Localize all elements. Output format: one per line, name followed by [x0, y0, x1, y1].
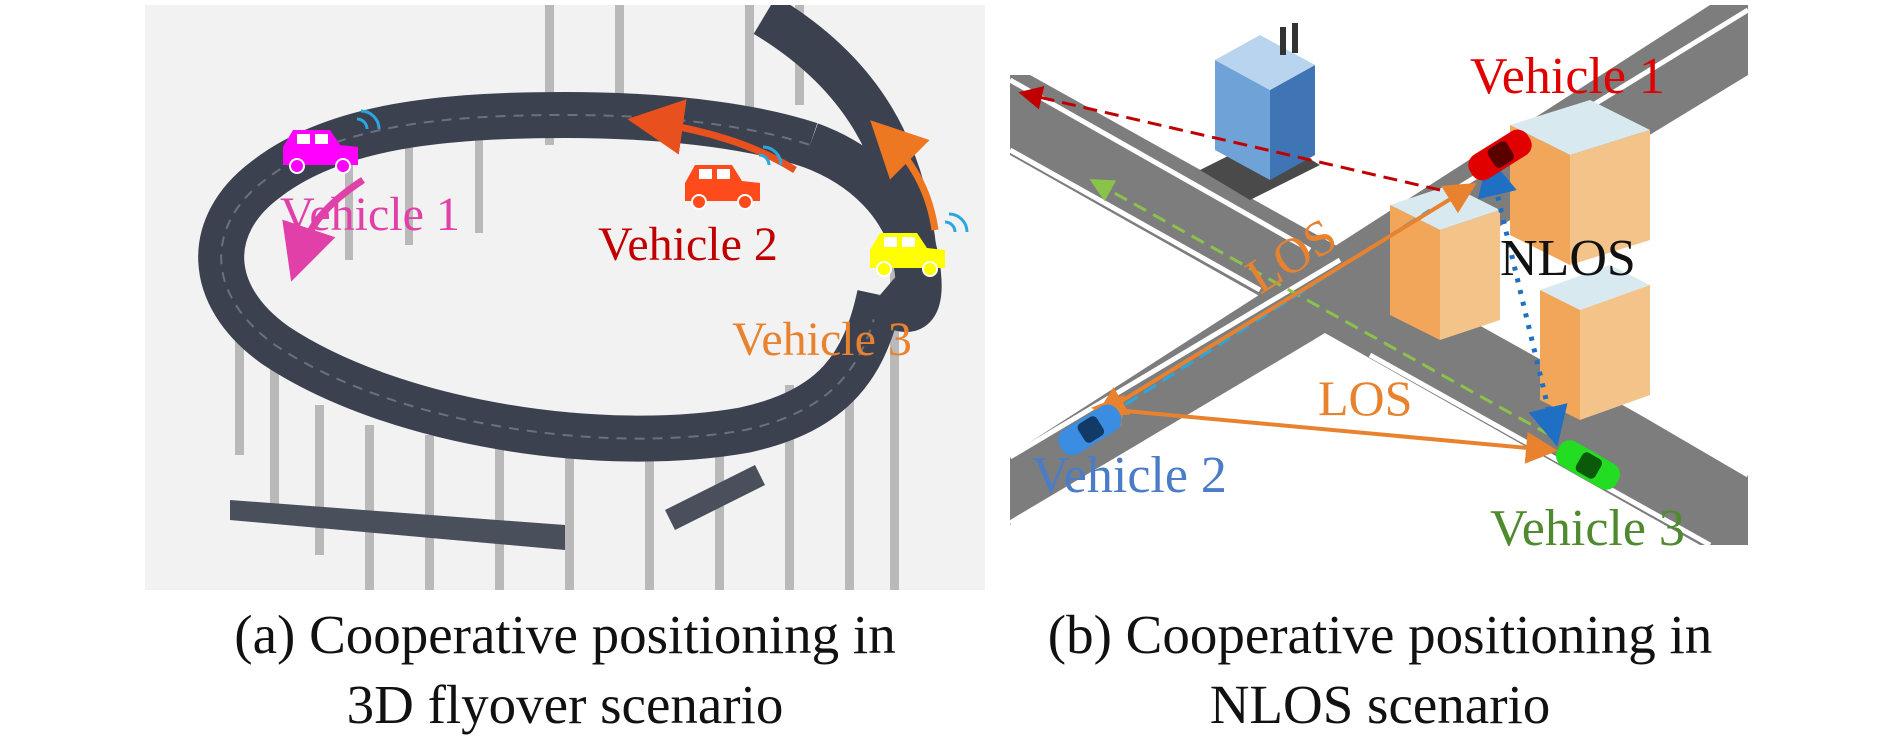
car-icon-vehicle3 [1555, 440, 1621, 490]
vehicle1-label: Vehicle 1 [1470, 48, 1665, 105]
car-icon-vehicle1 [1468, 129, 1532, 181]
flyover-panel: Vehicle 1 Vehicle 2 Vehicle 3 [145, 0, 985, 590]
vehicle2-label: Vehicle 2 [598, 218, 778, 271]
caption-b-line1: (b) Cooperative positioning in [1047, 604, 1713, 665]
flyover-lane-marking [220, 113, 881, 440]
caption-a-line1: (a) Cooperative positioning in [234, 604, 896, 665]
caption-b-line2: NLOS scenario [1209, 674, 1551, 735]
caption-a: (a) Cooperative positioning in 3D flyove… [145, 600, 985, 740]
car-icon-vehicle2 [685, 145, 783, 210]
flyover-upper-road [753, 0, 937, 258]
bridge-pillars [235, 5, 899, 590]
caption-b: (b) Cooperative positioning in NLOS scen… [990, 600, 1770, 740]
vehicle1-path [1018, 86, 1441, 192]
vehicle3-arrow [282, 177, 365, 282]
vehicle1-arrow [870, 120, 939, 231]
vehicle1-label: Vehicle 3 [732, 313, 912, 366]
lower-ramp [230, 500, 565, 550]
vehicle2-label: Vehicle 2 [1032, 447, 1227, 504]
los-link-1-2 [1094, 182, 1477, 418]
office-building-icon [1200, 23, 1320, 200]
vehicle3-label: Vehicle 1 [280, 188, 460, 241]
car-icon-vehicle3 [283, 109, 381, 174]
los-label-lower: LOS [1318, 370, 1412, 426]
lower-ramp-right [665, 465, 765, 530]
flyover-illustration: Vehicle 1 Vehicle 2 Vehicle 3 [145, 0, 985, 590]
car-icon-vehicle2 [1058, 404, 1122, 456]
nlos-panel: Vehicle 1 Vehicle 2 Vehicle 3 LOS LOS NL… [1008, 5, 1750, 560]
car-icon-vehicle1 [870, 212, 969, 277]
caption-a-line2: 3D flyover scenario [346, 674, 784, 735]
intersection-illustration: Vehicle 1 Vehicle 2 Vehicle 3 LOS LOS NL… [1008, 5, 1750, 560]
los-link-2-3 [1091, 394, 1558, 464]
vehicle3-label: Vehicle 3 [1490, 500, 1685, 557]
nlos-label: NLOS [1500, 230, 1636, 287]
